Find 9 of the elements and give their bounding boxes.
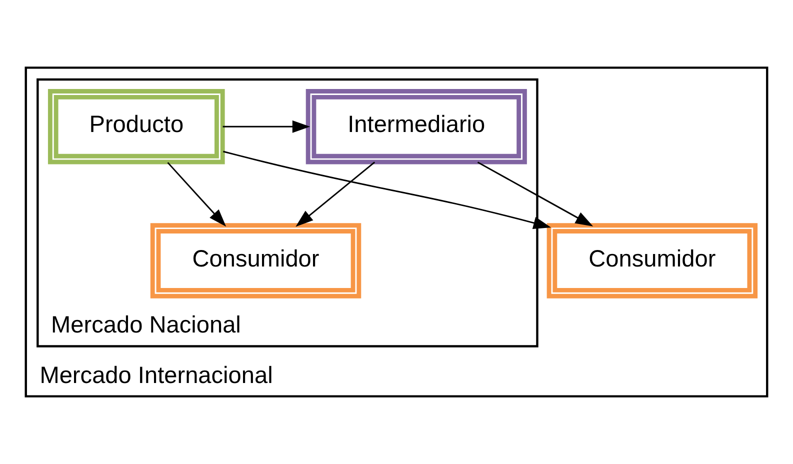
arrow [477,162,594,226]
arrow [167,162,226,227]
node-box: Consumidor [150,223,362,298]
node-box: Producto [48,89,225,164]
node-box: Intermediario [306,89,527,164]
arrow [296,162,376,227]
node-box: Consumidor [546,223,758,298]
arrow [222,120,310,133]
arrow [223,150,552,229]
